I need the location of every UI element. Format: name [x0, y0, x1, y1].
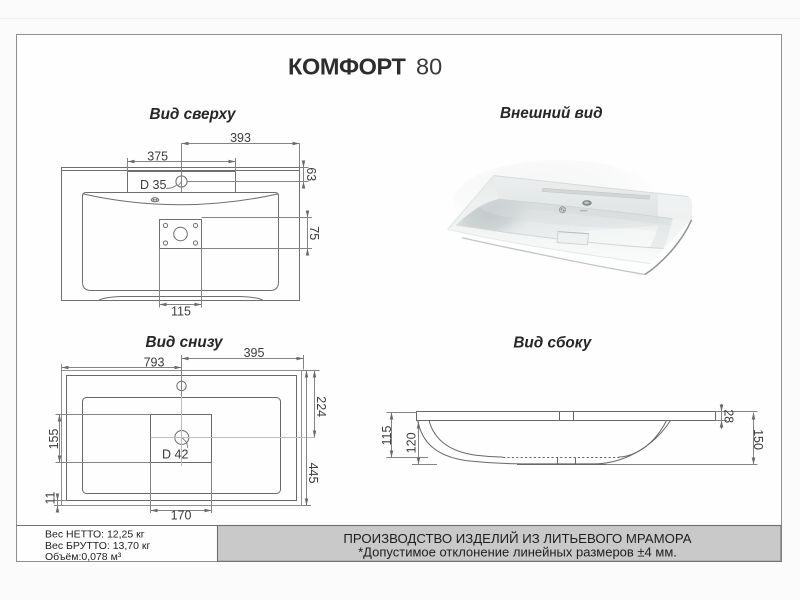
svg-text:395: 395	[244, 346, 265, 360]
svg-text:375: 375	[147, 150, 168, 164]
svg-text:120: 120	[405, 432, 419, 453]
svg-text:115: 115	[171, 305, 191, 319]
svg-text:КОМФОРТ: КОМФОРТ	[288, 54, 406, 80]
svg-text:793: 793	[144, 355, 165, 369]
svg-text:Вес НЕТТО: 12,25 кг: Вес НЕТТО: 12,25 кг	[45, 529, 145, 541]
svg-text:D 35: D 35	[140, 178, 166, 192]
svg-text:11: 11	[44, 491, 58, 504]
svg-text:393: 393	[230, 131, 251, 145]
svg-text:ПРОИЗВОДСТВО ИЗДЕЛИЙ ИЗ ЛИТЬЕВ: ПРОИЗВОДСТВО ИЗДЕЛИЙ ИЗ ЛИТЬЕВОГО МРАМОР…	[343, 531, 691, 546]
svg-text:*Допустимое отклонение линейны: *Допустимое отклонение линейных размеров…	[358, 545, 677, 560]
svg-text:115: 115	[380, 425, 394, 445]
svg-text:75: 75	[307, 226, 321, 240]
svg-text:224: 224	[314, 396, 328, 417]
svg-text:445: 445	[306, 463, 320, 484]
svg-text:Вес БРУТТО: 13,70 кг: Вес БРУТТО: 13,70 кг	[45, 540, 150, 552]
svg-text:80: 80	[416, 54, 442, 80]
svg-text:155: 155	[47, 429, 61, 450]
svg-text:150: 150	[751, 429, 765, 450]
svg-text:Внешний вид: Внешний вид	[500, 105, 603, 122]
svg-text:Вид снизу: Вид снизу	[146, 334, 224, 351]
svg-text:Объём:0,078 м³: Объём:0,078 м³	[45, 551, 122, 563]
svg-text:170: 170	[171, 509, 192, 523]
svg-text:Вид сверху: Вид сверху	[150, 106, 237, 123]
svg-text:28: 28	[722, 409, 736, 423]
svg-text:63: 63	[304, 167, 318, 181]
svg-text:Вид сбоку: Вид сбоку	[513, 335, 592, 352]
svg-text:D 42: D 42	[162, 447, 188, 461]
